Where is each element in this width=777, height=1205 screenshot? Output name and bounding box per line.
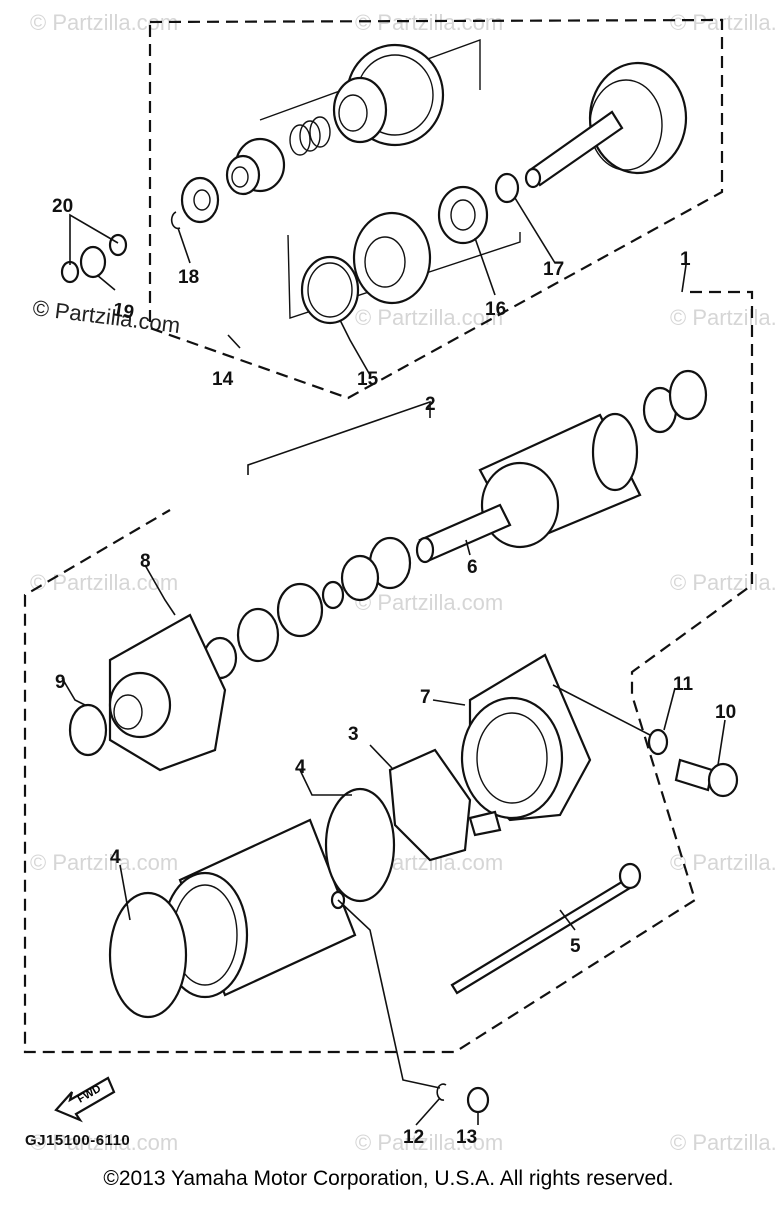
rear-cover-part bbox=[460, 653, 592, 822]
spring-part bbox=[289, 116, 331, 156]
diagram-code: GJ15100-6110 bbox=[25, 1132, 130, 1149]
callout-13: 13 bbox=[456, 1127, 477, 1148]
watermark-text: © Partzilla.com bbox=[670, 850, 777, 875]
lock-washer-16 bbox=[437, 185, 489, 245]
callout-7: 7 bbox=[420, 687, 431, 708]
circlip-12 bbox=[436, 1083, 447, 1101]
callout-3: 3 bbox=[348, 724, 359, 745]
clutch-gear-assembly bbox=[332, 43, 445, 147]
pinion-shaft-part bbox=[524, 61, 688, 189]
through-bolt-part bbox=[450, 862, 642, 995]
watermark-text: © Partzilla.com bbox=[355, 10, 503, 35]
callout-8: 8 bbox=[140, 551, 151, 572]
callout-1: 1 bbox=[680, 249, 691, 270]
group-boundary-motor bbox=[23, 290, 754, 1054]
fwd-arrow-icon: FWD bbox=[54, 1076, 116, 1123]
callout-20: 20 bbox=[52, 196, 73, 217]
watermark-text: © Partzilla.com bbox=[355, 305, 503, 330]
yoke-part bbox=[161, 818, 357, 999]
callout-18: 18 bbox=[178, 267, 199, 288]
callout-15: 15 bbox=[357, 369, 379, 390]
watermark-text: © Partzilla.com bbox=[355, 590, 503, 615]
callout-16: 16 bbox=[485, 299, 506, 320]
callout-14: 14 bbox=[212, 369, 234, 390]
callout-9: 9 bbox=[55, 672, 66, 693]
o-ring-9 bbox=[68, 703, 108, 757]
watermark-text: © Partzilla.com bbox=[30, 570, 178, 595]
callout-4: 4 bbox=[295, 757, 306, 778]
spring-19-washers-20 bbox=[60, 233, 128, 284]
copyright-footer: ©2013 Yamaha Motor Corporation, U.S.A. A… bbox=[103, 1167, 674, 1190]
watermark-text: © Partzilla.com bbox=[670, 10, 777, 35]
bolt-10 bbox=[674, 758, 739, 798]
small-bearing-part bbox=[180, 176, 220, 224]
washer-11 bbox=[647, 728, 669, 756]
callout-12: 12 bbox=[403, 1127, 424, 1148]
circlip-17 bbox=[494, 172, 520, 204]
leader-lines bbox=[61, 197, 726, 1126]
watermark-text: © Partzilla.com bbox=[670, 570, 777, 595]
watermark-text: © Partzilla.com bbox=[670, 1130, 777, 1155]
sleeve-part bbox=[225, 137, 286, 196]
callout-10: 10 bbox=[715, 702, 736, 723]
callout-4: 4 bbox=[110, 847, 121, 868]
armature-part bbox=[415, 412, 642, 564]
callout-19: 19 bbox=[111, 299, 135, 323]
watermark-text: © Partzilla.com bbox=[670, 305, 777, 330]
callout-6: 6 bbox=[467, 557, 478, 578]
nut-13 bbox=[466, 1086, 490, 1114]
front-cover-part bbox=[108, 613, 227, 772]
bearing-cup-part bbox=[352, 211, 432, 305]
callout-2: 2 bbox=[425, 394, 436, 415]
callout-5: 5 bbox=[570, 936, 581, 957]
gasket-4-rear bbox=[324, 787, 396, 903]
gasket-4-front bbox=[108, 891, 188, 1019]
callout-11: 11 bbox=[673, 674, 694, 695]
brush-holder-part bbox=[388, 748, 502, 862]
circlip-18 bbox=[170, 211, 181, 230]
callout-17: 17 bbox=[543, 259, 564, 280]
watermark-text: © Partzilla.com bbox=[355, 1130, 503, 1155]
needle-bearing-15 bbox=[300, 255, 360, 325]
watermark-text: © Partzilla.com bbox=[30, 850, 178, 875]
callout-labels: 1 2 3 4 4 5 6 7 8 9 10 11 12 13 14 15 16… bbox=[52, 196, 736, 1148]
watermark-text: © Partzilla.com bbox=[30, 1130, 178, 1155]
group-boundary-clutch bbox=[148, 18, 724, 400]
